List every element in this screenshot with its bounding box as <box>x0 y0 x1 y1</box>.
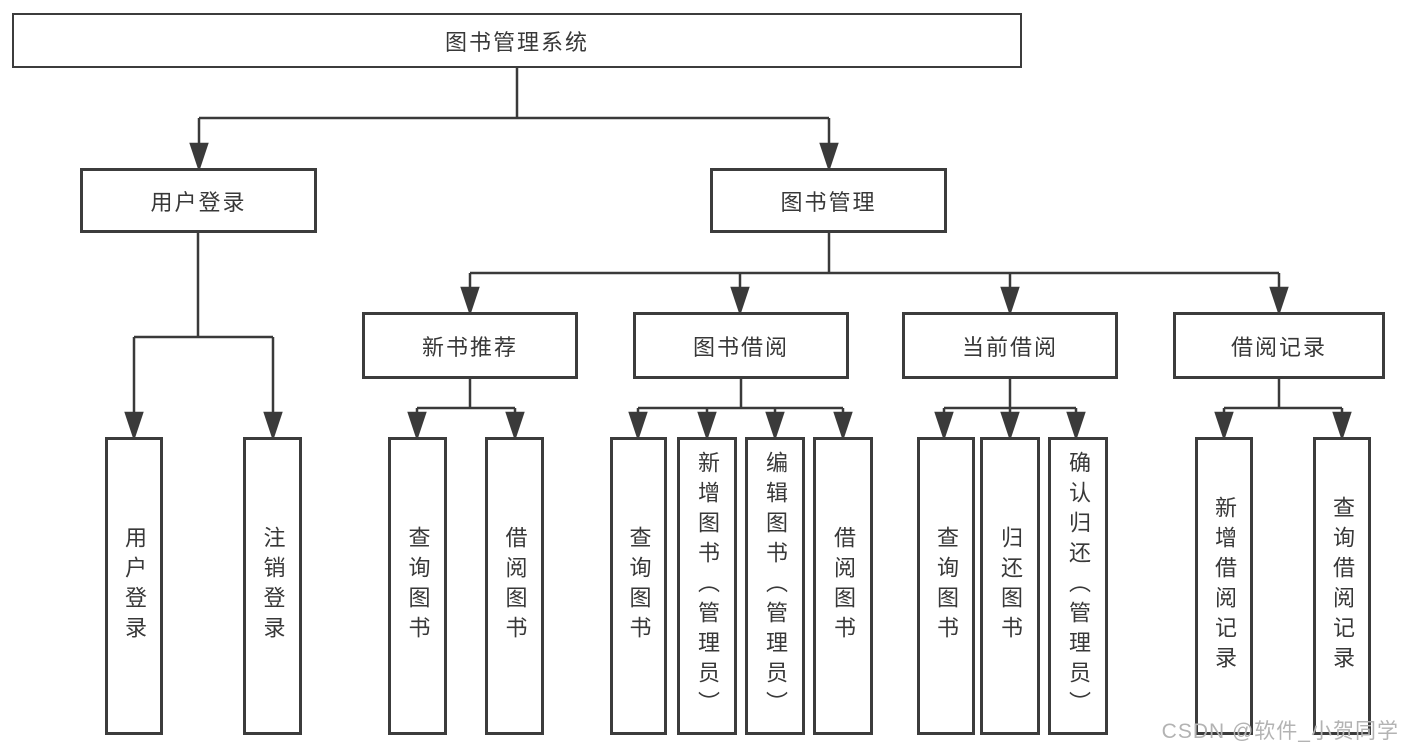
leaf-confirm-return-admin: 确认归还（管理员） <box>1048 437 1108 735</box>
node-current-borrowing: 当前借阅 <box>902 312 1118 379</box>
node-book-borrowing-label: 图书借阅 <box>692 334 789 360</box>
node-root-label: 图书管理系统 <box>444 29 589 55</box>
leaf-add-book-admin-label: 新增图书（管理员） <box>695 451 720 721</box>
leaf-user-login-label: 用户登录 <box>122 526 147 646</box>
leaf-return-books: 归还图书 <box>980 437 1040 735</box>
leaf-query-books-recommend-label: 查询图书 <box>405 526 431 646</box>
leaf-edit-book-admin-label: 编辑图书（管理员） <box>763 451 788 721</box>
node-book-management-label: 图书管理 <box>780 189 877 215</box>
leaf-confirm-return-admin-label: 确认归还（管理员） <box>1066 451 1091 721</box>
leaf-query-books-borrowing-label: 查询图书 <box>626 526 652 646</box>
watermark: CSDN @软件_小贺同学 <box>1161 720 1399 743</box>
leaf-query-books-current-label: 查询图书 <box>934 526 959 646</box>
leaf-query-borrow-record-label: 查询借阅记录 <box>1330 496 1355 676</box>
leaf-borrow-books-recommend: 借阅图书 <box>485 437 544 735</box>
node-user-login-label: 用户登录 <box>150 189 247 215</box>
leaf-query-books-current: 查询图书 <box>917 437 975 735</box>
node-root: 图书管理系统 <box>12 13 1022 68</box>
node-new-book-recommend: 新书推荐 <box>362 312 578 379</box>
node-new-book-recommend-label: 新书推荐 <box>421 334 518 360</box>
leaf-edit-book-admin: 编辑图书（管理员） <box>745 437 805 735</box>
leaf-borrow-books: 借阅图书 <box>813 437 873 735</box>
leaf-user-login: 用户登录 <box>105 437 163 735</box>
node-book-management: 图书管理 <box>710 168 947 233</box>
node-book-borrowing: 图书借阅 <box>633 312 849 379</box>
node-borrowing-records-label: 借阅记录 <box>1230 334 1327 360</box>
leaf-return-books-label: 归还图书 <box>998 526 1023 646</box>
leaf-add-borrow-record-label: 新增借阅记录 <box>1212 496 1237 676</box>
leaf-borrow-books-label: 借阅图书 <box>831 526 856 646</box>
leaf-logout: 注销登录 <box>243 437 302 735</box>
node-borrowing-records: 借阅记录 <box>1173 312 1385 379</box>
leaf-query-books-borrowing: 查询图书 <box>610 437 667 735</box>
leaf-borrow-books-recommend-label: 借阅图书 <box>502 526 528 646</box>
node-user-login: 用户登录 <box>80 168 317 233</box>
leaf-add-book-admin: 新增图书（管理员） <box>677 437 737 735</box>
leaf-query-borrow-record: 查询借阅记录 <box>1313 437 1371 735</box>
leaf-logout-label: 注销登录 <box>260 526 286 646</box>
node-current-borrowing-label: 当前借阅 <box>961 334 1058 360</box>
leaf-query-books-recommend: 查询图书 <box>388 437 447 735</box>
leaf-add-borrow-record: 新增借阅记录 <box>1195 437 1253 735</box>
